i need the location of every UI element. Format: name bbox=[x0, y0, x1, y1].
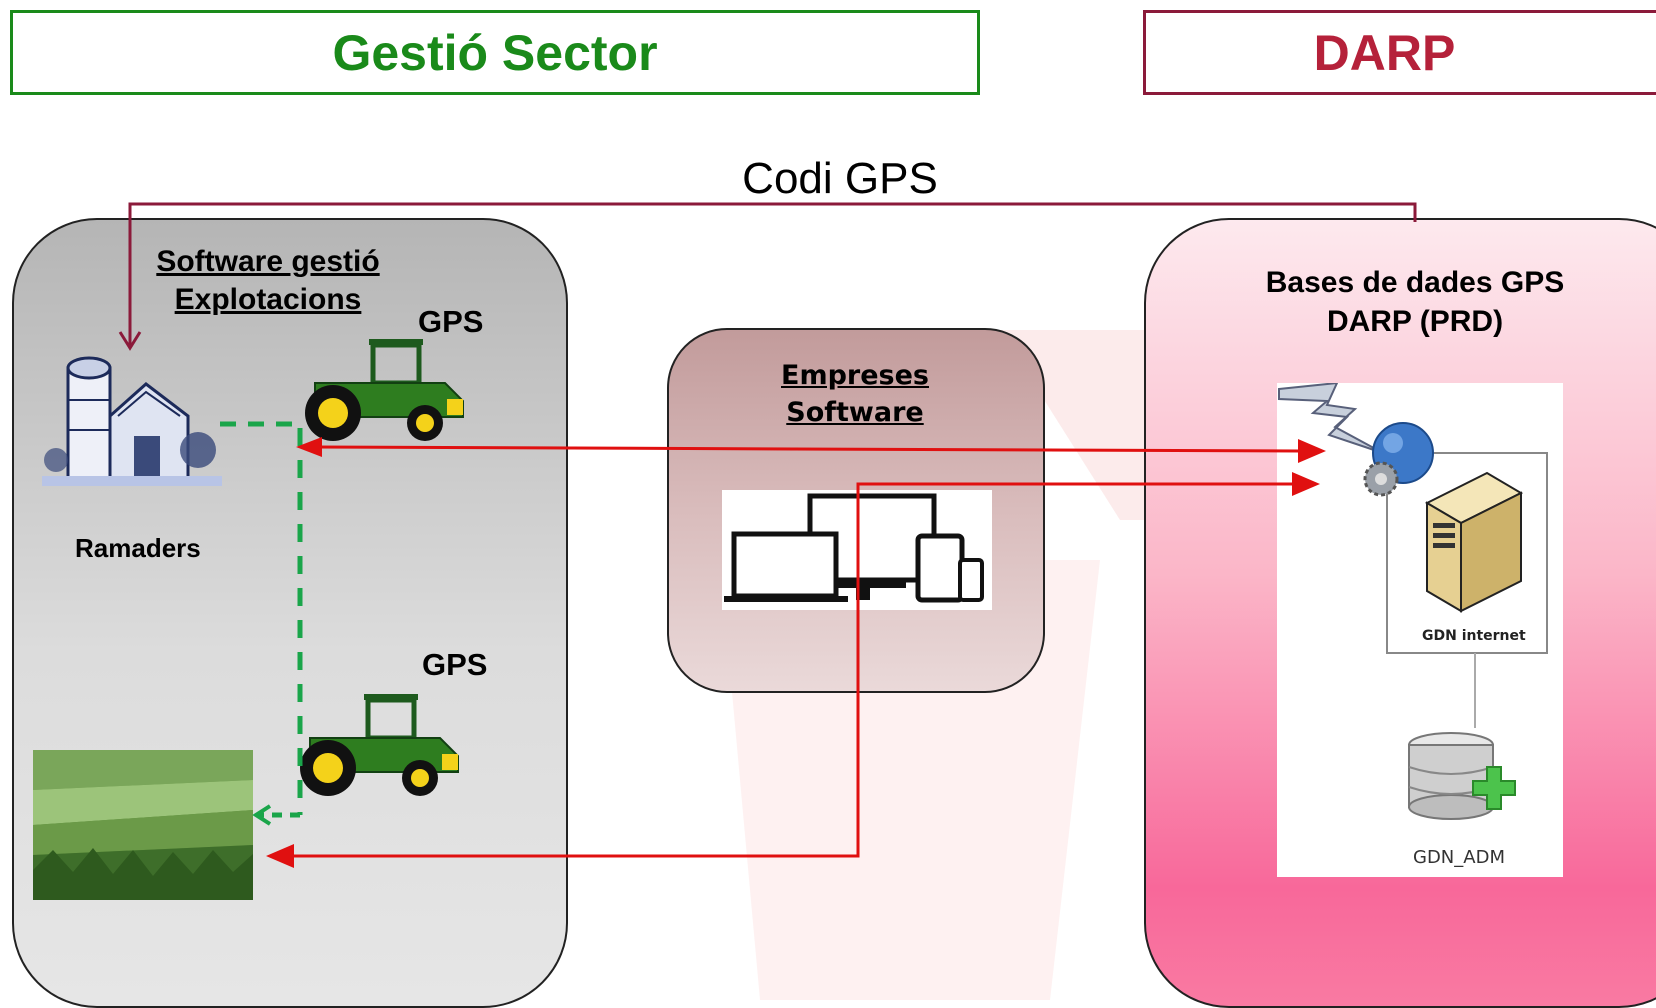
red-arrowhead-left-bottom bbox=[266, 844, 294, 868]
lightning-icon bbox=[1278, 383, 1384, 454]
red-arrowhead-right-top bbox=[1298, 439, 1326, 463]
software-title-line2: Explotacions bbox=[174, 283, 362, 316]
header-darp-box: DARP bbox=[1143, 10, 1656, 95]
empreses-title-line1: Empreses bbox=[781, 360, 929, 391]
barn-image bbox=[42, 356, 222, 486]
darp-db-title-line2: DARP (PRD) bbox=[1326, 305, 1504, 338]
codi-gps-line bbox=[128, 202, 1417, 345]
header-darp-title: DARP bbox=[1313, 24, 1456, 81]
red-line-darp-field bbox=[290, 482, 1298, 858]
tractor-icon-bottom bbox=[300, 694, 459, 796]
laptop-icon bbox=[731, 531, 839, 599]
codi-gps-label: Codi GPS bbox=[742, 154, 938, 203]
database-icon bbox=[1408, 732, 1516, 820]
gps-label-bottom: GPS bbox=[422, 647, 488, 682]
red-line-tractor-darp bbox=[314, 445, 1301, 453]
phone-icon bbox=[958, 558, 984, 602]
field-image bbox=[33, 750, 253, 900]
software-title-line1: Software gestió bbox=[156, 245, 380, 278]
server-database-drawing bbox=[1278, 383, 1548, 820]
codi-gps-arrowhead bbox=[118, 331, 142, 351]
darp-db-title-line1: Bases de dades GPS bbox=[1265, 266, 1565, 299]
header-sector-title: Gestió Sector bbox=[332, 24, 658, 81]
ramaders-label: Ramaders bbox=[75, 533, 201, 563]
server-label: GDN internet bbox=[1422, 628, 1526, 644]
server-icon bbox=[1424, 471, 1524, 613]
database-label: GDN_ADM bbox=[1413, 847, 1505, 868]
empreses-title-line2: Software bbox=[786, 397, 924, 428]
tractor-icon-top bbox=[305, 339, 464, 441]
header-sector-box: Gestió Sector bbox=[10, 10, 980, 95]
red-arrowhead-right-bottom bbox=[1292, 472, 1320, 496]
red-arrowhead-left-top bbox=[296, 437, 322, 457]
green-arrowhead bbox=[252, 804, 272, 826]
gps-label-top: GPS bbox=[418, 304, 484, 339]
